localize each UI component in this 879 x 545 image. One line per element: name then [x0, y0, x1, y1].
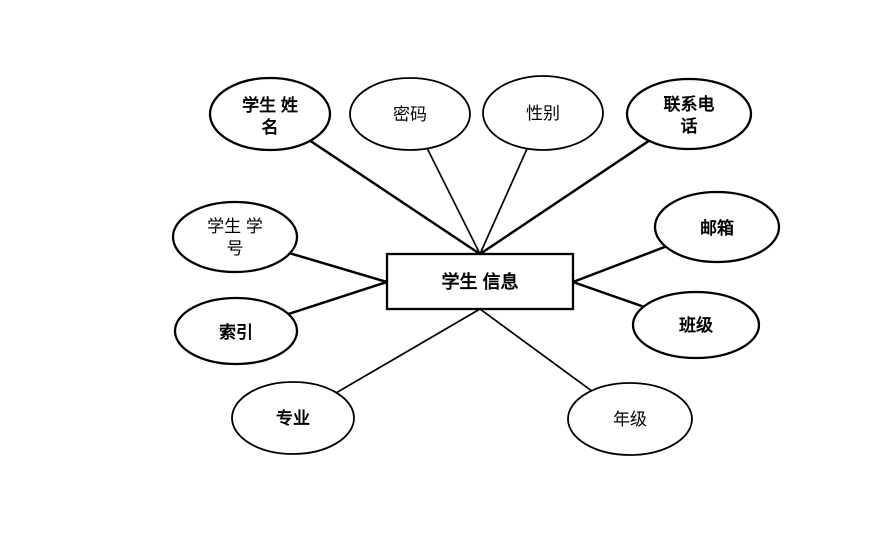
- attribute-ellipse-grade: [567, 382, 693, 456]
- attribute-ellipse-major: [231, 381, 355, 455]
- attribute-ellipse-student-name: [208, 76, 332, 152]
- attribute-ellipse-email: [653, 190, 781, 264]
- attribute-ellipse-student-id: [171, 200, 299, 274]
- attribute-label-contact-phone: 联系电: [664, 94, 715, 114]
- attribute-label-contact-phone-2: 话: [681, 116, 698, 136]
- attribute-ellipse-index: [173, 296, 299, 366]
- attribute-label-major: 专业: [276, 408, 310, 428]
- attribute-label-student-id: 学生 学: [207, 217, 263, 236]
- attribute-label-email: 邮箱: [700, 218, 734, 238]
- attribute-label-class: 班级: [679, 315, 713, 335]
- attribute-label-student-name-2: 名: [262, 117, 279, 137]
- entity-box: [385, 252, 575, 311]
- attribute-ellipse-contact-phone: [625, 77, 753, 151]
- attribute-label-student-name: 学生 姓: [242, 95, 298, 115]
- attribute-label-student-id-2: 号: [227, 239, 244, 258]
- attribute-label-index: 索引: [219, 322, 253, 342]
- attribute-label-password: 密码: [393, 105, 427, 124]
- attribute-ellipse-gender: [482, 75, 604, 151]
- attribute-ellipse-class: [631, 290, 761, 360]
- attribute-label-grade: 年级: [613, 410, 647, 429]
- attribute-ellipse-password: [349, 77, 471, 151]
- attribute-label-gender: 性别: [526, 104, 560, 123]
- entity-label: 学生 信息: [441, 271, 518, 292]
